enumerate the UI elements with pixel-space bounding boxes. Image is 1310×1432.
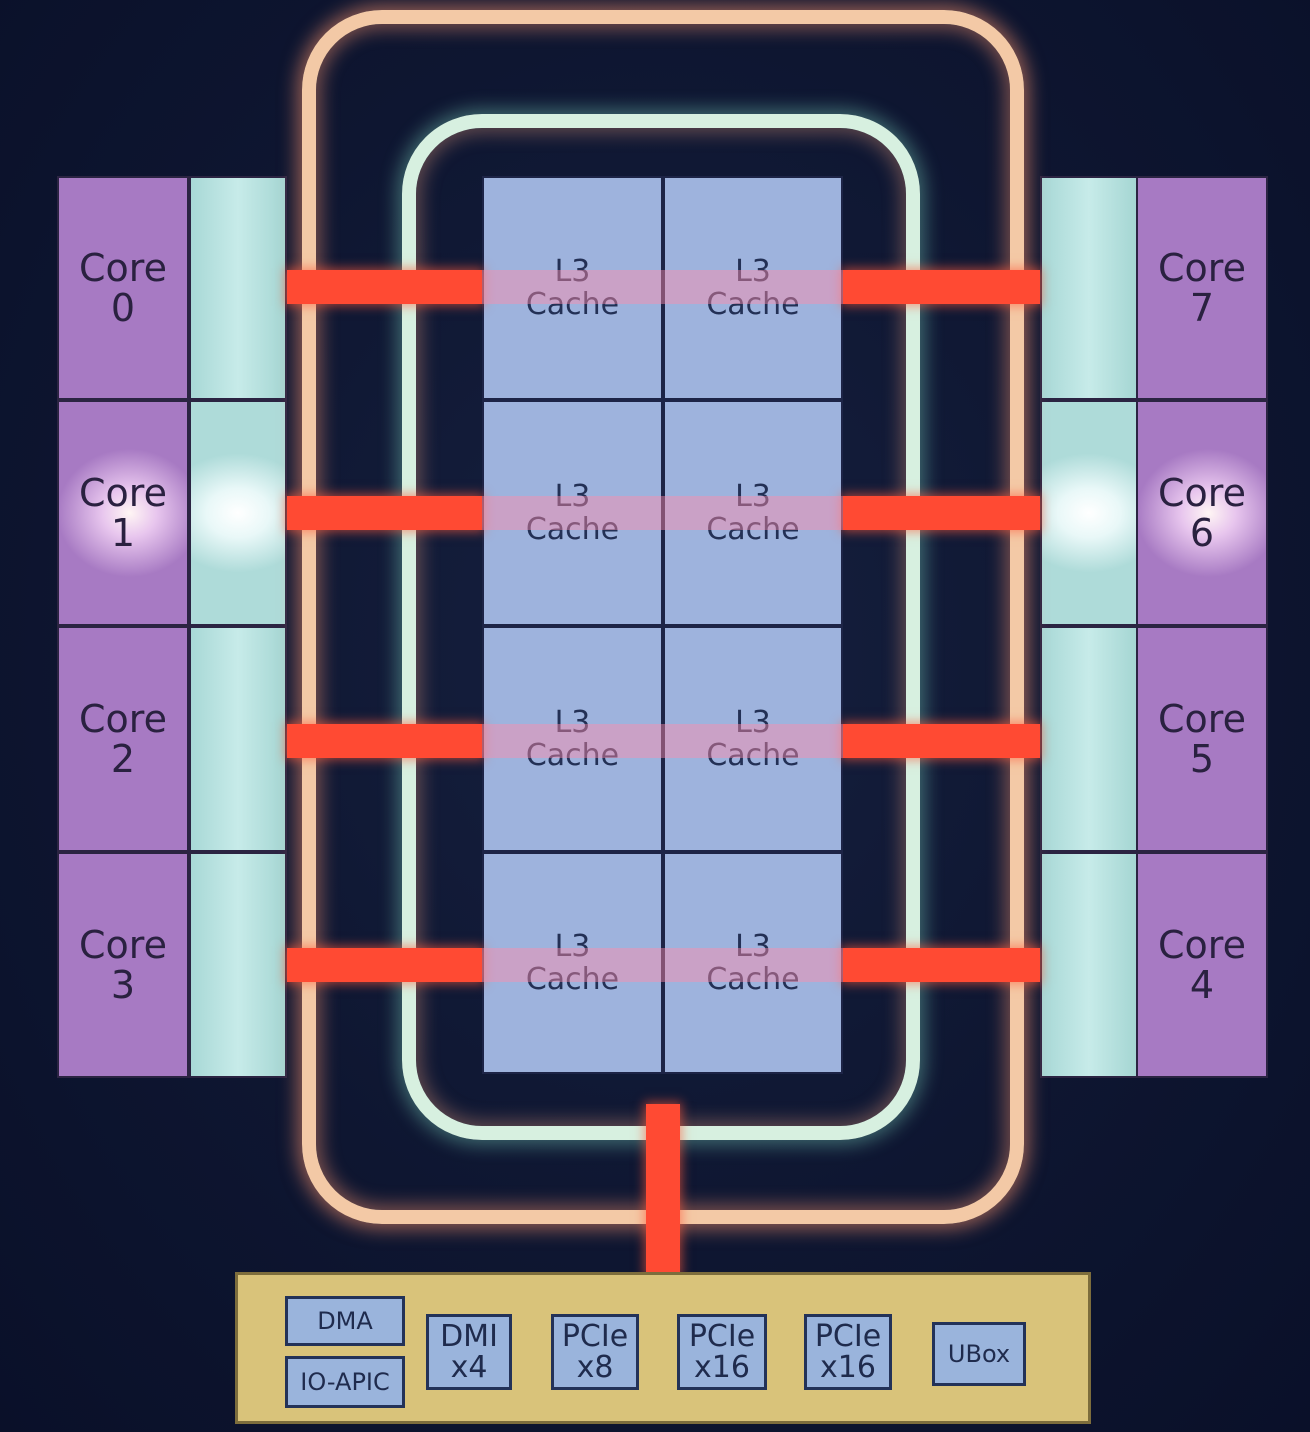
ring-stop-right-7	[843, 270, 1040, 304]
cache-label: Cache	[706, 738, 800, 773]
core-2-number: 2	[110, 737, 136, 781]
core-2-label: Core	[79, 697, 167, 741]
l2-core-5	[1040, 626, 1138, 852]
cache-stop-stripe-1	[482, 496, 843, 530]
cache-label: L3	[554, 254, 591, 289]
cache-label: Cache	[706, 962, 800, 997]
core-7-number: 7	[1189, 286, 1215, 330]
core-0-label: Core	[79, 246, 167, 290]
pcie-lanes: x16	[694, 1350, 750, 1385]
core-4-number: 4	[1189, 963, 1215, 1007]
cache-label: Cache	[525, 287, 620, 322]
ring-stop-left-2	[287, 724, 482, 758]
l2-core-1	[189, 400, 287, 626]
cache-label: L3	[554, 705, 591, 740]
core-3-number: 3	[110, 963, 136, 1007]
core-1-number: 1	[110, 511, 136, 555]
ring-stop-left-0	[287, 270, 482, 304]
dmi-lanes: x4	[450, 1350, 488, 1385]
ring-stop-system-agent	[646, 1104, 680, 1276]
core-4-label: Core	[1158, 923, 1246, 967]
core-3-label: Core	[79, 923, 167, 967]
cache-label: Cache	[525, 512, 620, 547]
cache-label: L3	[735, 254, 771, 289]
l2-core-2	[189, 626, 287, 852]
dmi-label: DMI	[440, 1319, 498, 1354]
core-6-label: Core	[1158, 471, 1246, 515]
ring-stop-left-3	[287, 948, 482, 982]
l2-core-3	[189, 852, 287, 1078]
l2-core-6	[1040, 400, 1138, 626]
core-7-label: Core	[1158, 246, 1246, 290]
ubox-label: UBox	[947, 1339, 1011, 1368]
pcie-label: PCIe	[561, 1319, 629, 1354]
io-apic-label: IO-APIC	[300, 1367, 390, 1396]
core-0-number: 0	[110, 286, 136, 330]
pcie-label: PCIe	[814, 1319, 882, 1354]
ring-stop-right-4	[843, 948, 1040, 982]
pcie-label: PCIe	[688, 1319, 756, 1354]
cache-label: L3	[735, 479, 771, 514]
cache-label: Cache	[525, 962, 620, 997]
cache-label: Cache	[706, 512, 800, 547]
ring-stop-right-6	[843, 496, 1040, 530]
l2-core-4	[1040, 852, 1138, 1078]
dma-unit: DMA	[285, 1296, 405, 1346]
io-apic-unit: IO-APIC	[285, 1356, 405, 1408]
core-6-number: 6	[1189, 511, 1215, 555]
pcie-lanes: x8	[576, 1350, 614, 1385]
outer-ring-bus	[302, 10, 1024, 1224]
l2-core-7	[1040, 176, 1138, 400]
core-1-label: Core	[79, 471, 167, 515]
dma-label: DMA	[317, 1306, 373, 1335]
cache-label: Cache	[525, 738, 620, 773]
ubox-unit: UBox	[932, 1322, 1026, 1386]
cache-stop-stripe-0	[482, 270, 843, 304]
core-5-label: Core	[1158, 697, 1246, 741]
core-5-number: 5	[1189, 737, 1215, 781]
cache-label: Cache	[706, 287, 800, 322]
l2-core-0	[189, 176, 287, 400]
ring-stop-right-5	[843, 724, 1040, 758]
cache-label: L3	[554, 929, 591, 964]
pcie-lanes: x16	[820, 1350, 876, 1385]
inner-ring-bus	[402, 114, 920, 1140]
cache-stop-stripe-2	[482, 724, 843, 758]
cache-label: L3	[735, 929, 771, 964]
cache-label: L3	[735, 705, 771, 740]
cache-label: L3	[554, 479, 591, 514]
cache-stop-stripe-3	[482, 948, 843, 982]
ring-stop-left-1	[287, 496, 482, 530]
